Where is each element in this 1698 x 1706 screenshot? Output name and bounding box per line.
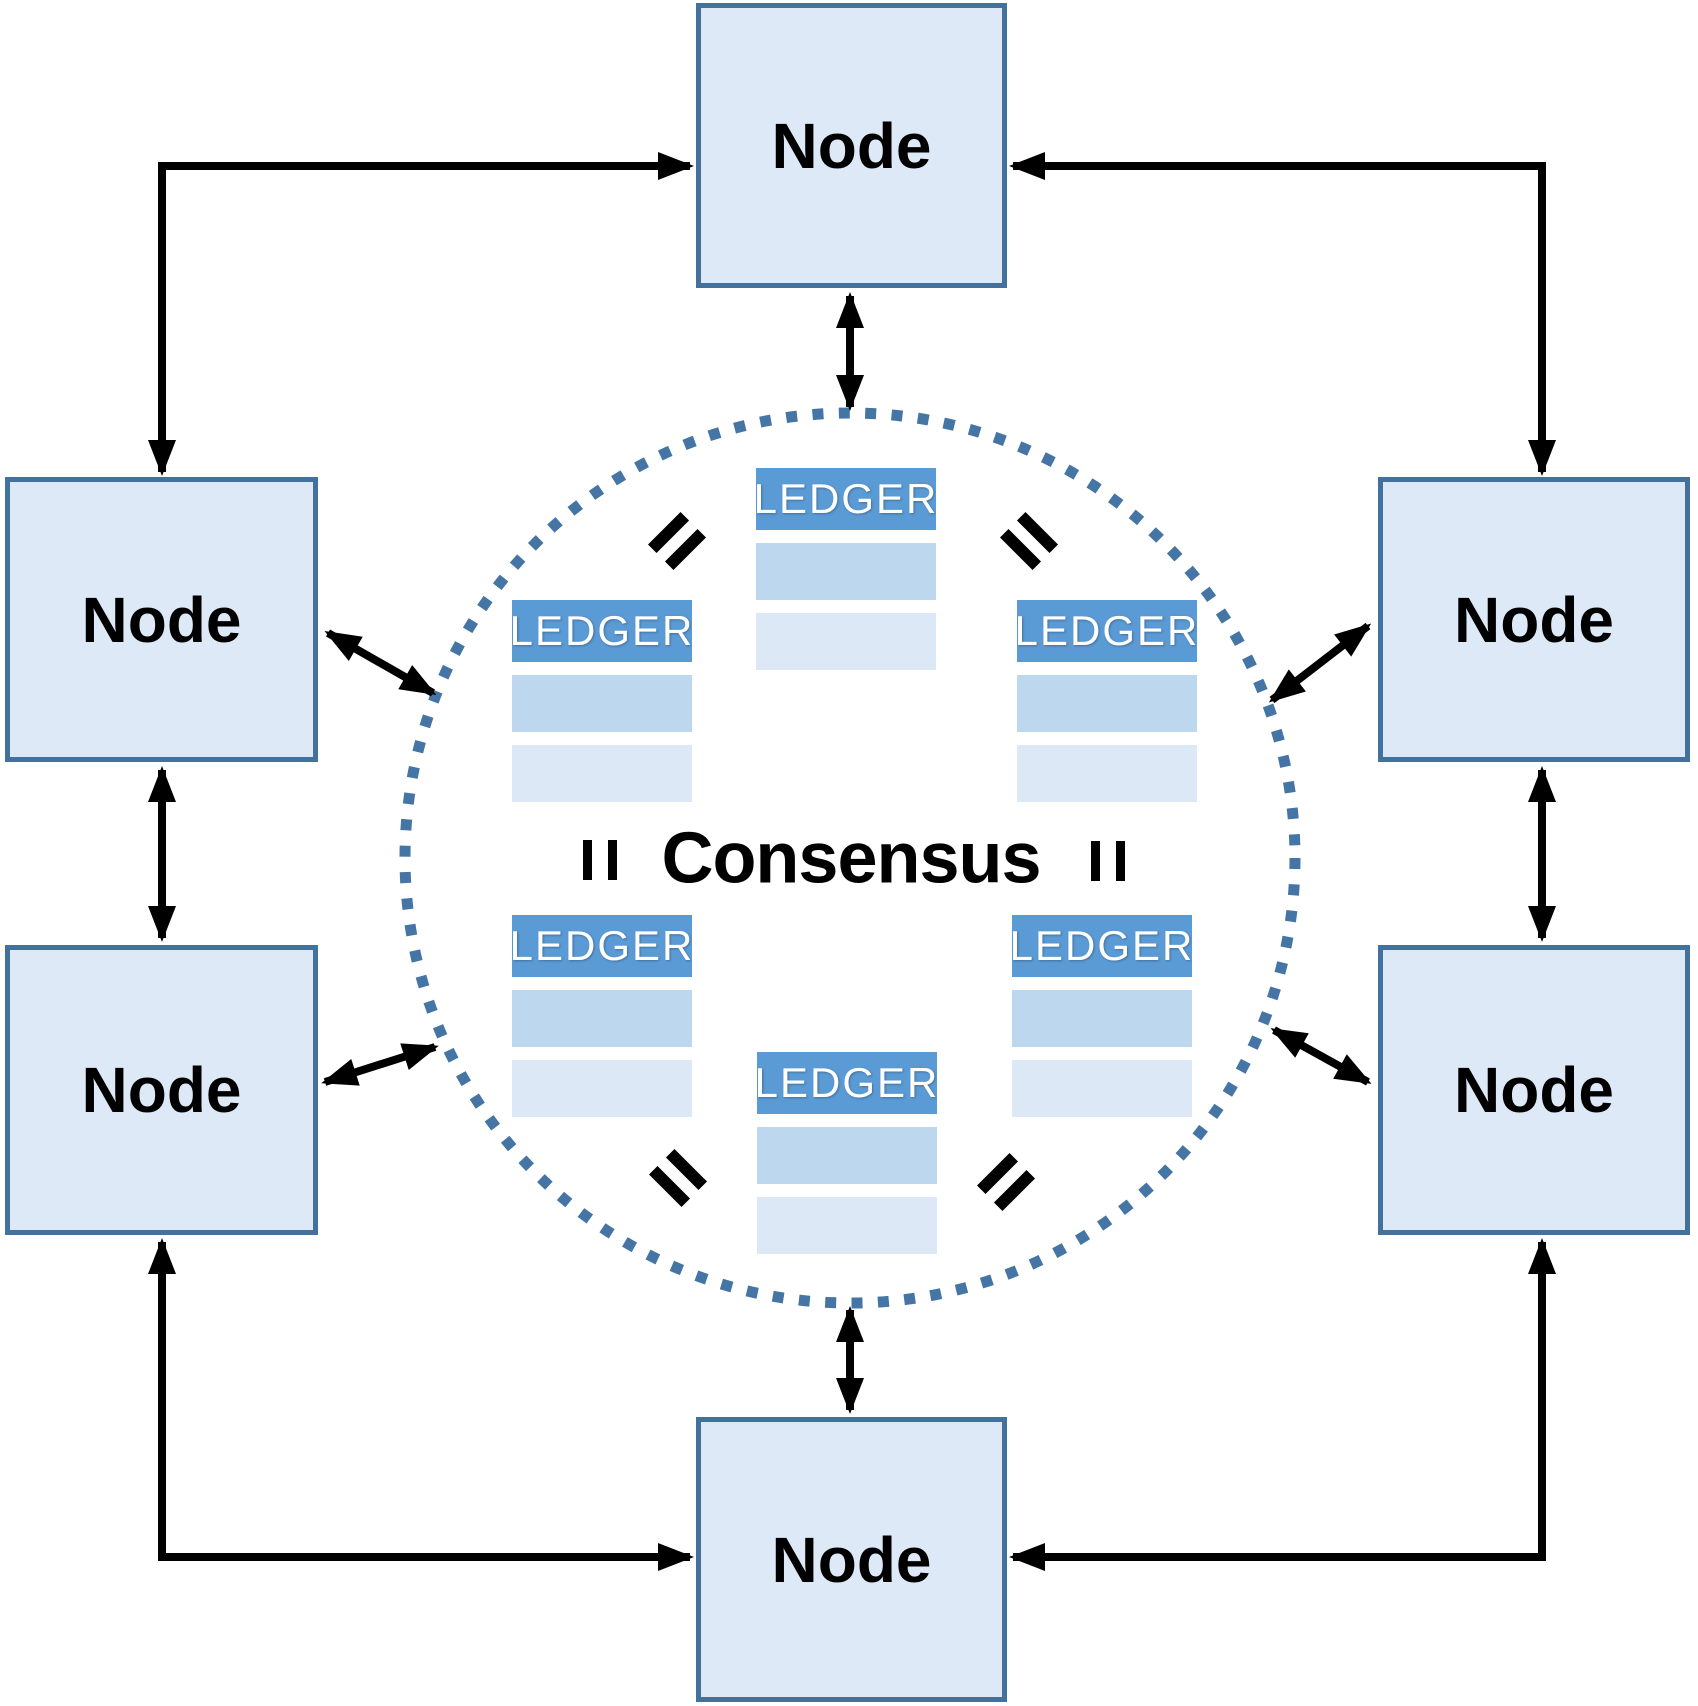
ledger-table-bottom-center: LEDGER bbox=[754, 1052, 940, 1254]
node-box-right-upper: Node bbox=[1378, 477, 1690, 762]
ledger-label: LEDGER bbox=[753, 475, 939, 522]
equals-bar bbox=[583, 840, 592, 880]
equals-mark-middle-right bbox=[1091, 841, 1125, 881]
node-label: Node bbox=[771, 1523, 932, 1596]
arrow-top-to-right-upper bbox=[1009, 152, 1556, 476]
node-box-left-upper: Node bbox=[5, 477, 318, 762]
node-label: Node bbox=[1454, 583, 1614, 656]
equals-bar bbox=[1091, 841, 1100, 881]
ledger-label: LEDGER bbox=[509, 607, 695, 654]
arrow-left-upper-circle bbox=[324, 629, 437, 697]
ledger-table-top-center: LEDGER bbox=[753, 468, 939, 670]
ledger-row bbox=[512, 745, 692, 802]
ledger-row bbox=[1017, 675, 1197, 732]
ledger-header: LEDGER bbox=[1014, 600, 1200, 662]
consensus-title: Consensus bbox=[661, 818, 1041, 899]
node-box-top: Node bbox=[696, 3, 1007, 288]
ledger-header: LEDGER bbox=[509, 600, 695, 662]
equals-bar bbox=[1116, 841, 1125, 881]
arrow-bottom-to-left-lower bbox=[148, 1238, 694, 1571]
node-label: Node bbox=[771, 109, 932, 182]
ledger-table-left-lower: LEDGER bbox=[509, 915, 695, 1117]
ledger-label: LEDGER bbox=[509, 922, 695, 969]
ledger-row bbox=[1017, 745, 1197, 802]
ledger-label: LEDGER bbox=[1014, 607, 1200, 654]
ledger-label: LEDGER bbox=[754, 1059, 940, 1106]
ledger-header: LEDGER bbox=[509, 915, 695, 977]
node-box-bottom: Node bbox=[696, 1417, 1007, 1702]
ledger-row bbox=[756, 613, 936, 670]
ledger-table-left-upper: LEDGER bbox=[509, 600, 695, 802]
arrow-group bbox=[148, 152, 1556, 1571]
consensus-circle bbox=[399, 407, 1301, 1309]
arrow-bottom-to-right-lower bbox=[1009, 1238, 1556, 1571]
ledger-header: LEDGER bbox=[753, 468, 939, 530]
ledger-row bbox=[1012, 1060, 1192, 1117]
arrow-top-to-left-upper bbox=[148, 152, 694, 476]
arrow-right-upper-circle bbox=[1268, 622, 1372, 704]
ledger-row bbox=[512, 990, 692, 1047]
ledger-table-right-upper: LEDGER bbox=[1014, 600, 1200, 802]
equals-mark-middle-left bbox=[583, 840, 617, 880]
node-label: Node bbox=[81, 1054, 242, 1126]
ledger-table-right-lower: LEDGER bbox=[1009, 915, 1195, 1117]
arrow-left-lower-circle bbox=[321, 1043, 439, 1086]
ledger-row bbox=[757, 1197, 937, 1254]
ledger-row bbox=[1012, 990, 1192, 1047]
equals-bar bbox=[608, 840, 617, 880]
node-label: Node bbox=[81, 583, 242, 656]
ledger-row bbox=[512, 1060, 692, 1117]
ledger-row bbox=[756, 543, 936, 600]
ledger-header: LEDGER bbox=[754, 1052, 940, 1114]
ledger-label: LEDGER bbox=[1009, 922, 1195, 969]
arrow-right-lower-circle bbox=[1270, 1026, 1372, 1086]
ledger-row bbox=[512, 675, 692, 732]
ledger-row bbox=[757, 1127, 937, 1184]
node-box-left-lower: Node bbox=[5, 945, 318, 1235]
ledger-header: LEDGER bbox=[1009, 915, 1195, 977]
node-label: Node bbox=[1454, 1054, 1614, 1126]
node-box-right-lower: Node bbox=[1378, 945, 1690, 1235]
